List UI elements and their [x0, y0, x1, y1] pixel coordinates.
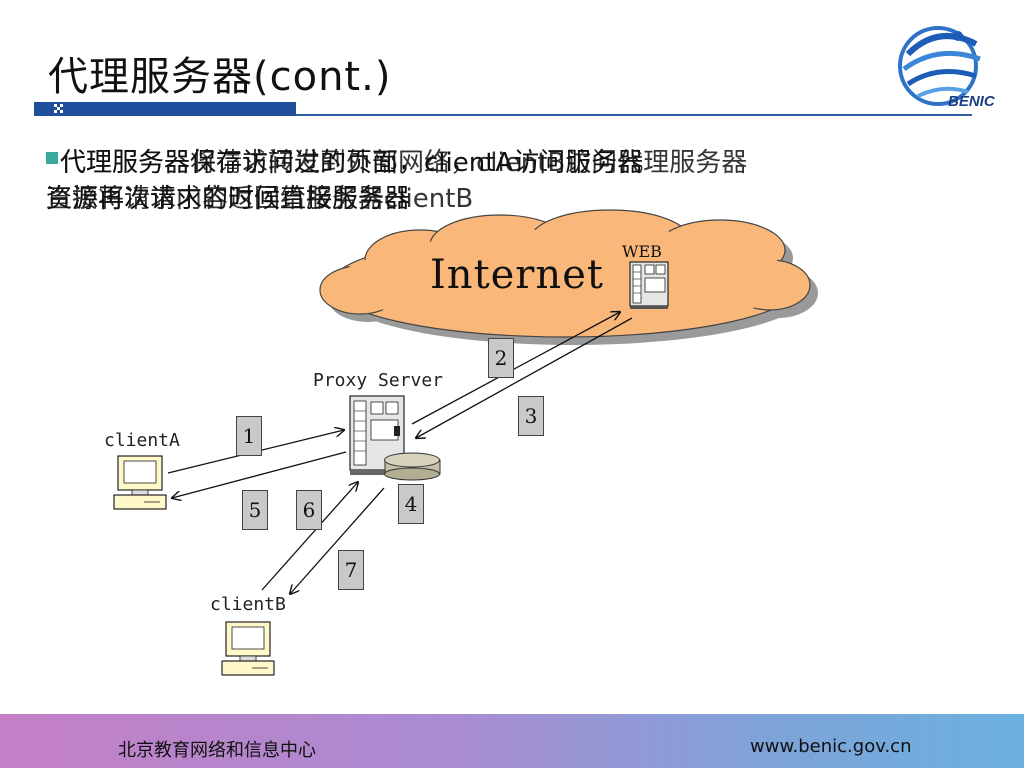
client-b-computer-icon [221, 621, 275, 676]
flow-arrows [167, 312, 633, 594]
step-3-badge: 3 [518, 396, 544, 436]
step-6-badge: 6 [296, 490, 322, 530]
client-b-label: clientB [210, 594, 286, 615]
bullet-line-2: 资源再次请求的时候直接服务器 [46, 184, 411, 214]
web-server-icon [629, 261, 669, 309]
step-1-badge: 1 [236, 416, 262, 456]
footer-org: 北京教育网络和信息中心 [118, 740, 316, 761]
arrow-3 [416, 317, 633, 438]
header-rule-block [34, 102, 296, 116]
proxy-server-label: Proxy Server [313, 370, 444, 391]
step-7-badge: 7 [338, 550, 364, 590]
footer-bar: 北京教育网络和信息中心 www.benic.gov.cn [0, 714, 1024, 768]
cache-disk-icon [384, 452, 441, 481]
bullet-icon [46, 152, 58, 164]
logo-text: BENIC [948, 93, 996, 110]
arrow-2 [411, 312, 620, 425]
web-label: WEB [622, 242, 662, 261]
client-a-computer-icon [113, 455, 167, 510]
step-5-badge: 5 [242, 490, 268, 530]
dots-icon [54, 104, 63, 113]
footer-url[interactable]: www.benic.gov.cn [750, 736, 912, 757]
proxy-server-icon [349, 395, 405, 475]
header-rule [34, 114, 972, 116]
slide-title: 代理服务器(cont.) [48, 54, 392, 100]
bullet-line-1-overlay: 代理服务器将请求转发到外部网络，clientB访问代理服务器 [60, 148, 748, 178]
arrow-7 [290, 487, 385, 594]
step-2-badge: 2 [488, 338, 514, 378]
arrow-5 [172, 451, 347, 498]
benic-logo: BENIC [898, 26, 996, 110]
client-a-label: clientA [104, 430, 180, 451]
arrow-6 [261, 482, 358, 591]
bullet-line-1: 代理服务器保存访问过的页面，clientA访问服务器 [60, 148, 644, 178]
internet-label: Internet [430, 252, 604, 298]
bullet-line-2-overlay: 直接将请求内容返回给服务器clientB [46, 184, 474, 214]
bullet-block: 代理服务器保存访问过的页面，clientA访问服务器 代理服务器将请求转发到外部… [46, 140, 876, 220]
step-4-badge: 4 [398, 484, 424, 524]
